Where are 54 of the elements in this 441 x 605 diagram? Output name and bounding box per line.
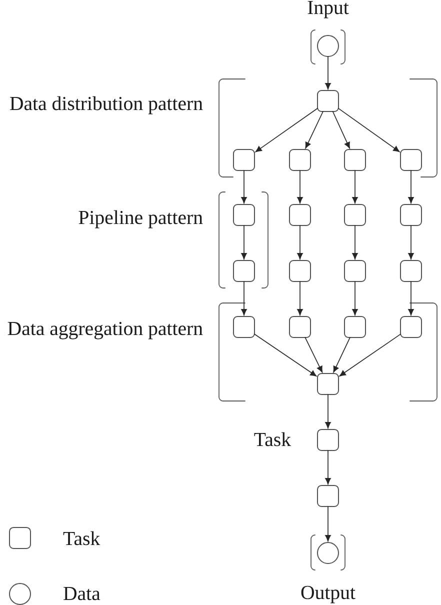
task-box xyxy=(233,316,255,338)
task-box xyxy=(289,149,311,171)
arrow xyxy=(352,170,358,204)
pattern-label: Pipeline pattern xyxy=(78,210,203,228)
data-circle xyxy=(317,35,339,57)
task-box xyxy=(317,429,339,451)
arrow xyxy=(325,56,331,90)
arrow xyxy=(338,108,400,152)
task-box xyxy=(344,204,366,226)
task-box xyxy=(233,149,255,171)
arrow xyxy=(325,506,331,542)
arrow xyxy=(304,337,323,373)
arrow xyxy=(408,170,414,204)
task-box xyxy=(400,204,422,226)
task-box xyxy=(317,90,339,112)
arrow xyxy=(241,170,247,204)
legend-label: Data xyxy=(64,587,100,600)
arrow xyxy=(241,225,247,260)
arrow xyxy=(297,281,303,316)
task-box xyxy=(344,260,366,282)
arrow xyxy=(332,111,350,149)
task-box xyxy=(289,260,311,282)
node-label: Task xyxy=(254,432,291,446)
arrow xyxy=(408,225,414,260)
arrow xyxy=(352,225,358,260)
arrow xyxy=(408,281,414,316)
node-label: Output xyxy=(301,586,356,604)
arrow xyxy=(297,170,303,204)
arrow xyxy=(305,111,324,149)
task-box xyxy=(289,316,311,338)
arrow xyxy=(352,281,358,316)
task-box xyxy=(344,149,366,171)
pattern-label: Data distribution pattern xyxy=(10,96,203,114)
task-box xyxy=(317,485,339,507)
arrow xyxy=(254,334,317,376)
task-box xyxy=(344,316,366,338)
arrow xyxy=(241,281,247,316)
task-box xyxy=(289,204,311,226)
arrow xyxy=(325,450,331,484)
task-box xyxy=(233,260,255,282)
task-box xyxy=(400,149,422,171)
arrow xyxy=(325,394,331,428)
data-circle xyxy=(317,542,339,564)
task-box xyxy=(400,316,422,338)
task-box xyxy=(317,373,339,395)
arrow xyxy=(339,334,401,376)
arrow xyxy=(333,337,350,373)
task-box xyxy=(400,260,422,282)
legend-label: Task xyxy=(63,531,100,546)
arrow xyxy=(255,108,318,152)
arrow xyxy=(297,225,303,260)
task-box xyxy=(233,204,255,226)
node-label: Input xyxy=(308,1,349,18)
pattern-label: Data aggregation pattern xyxy=(8,322,203,340)
